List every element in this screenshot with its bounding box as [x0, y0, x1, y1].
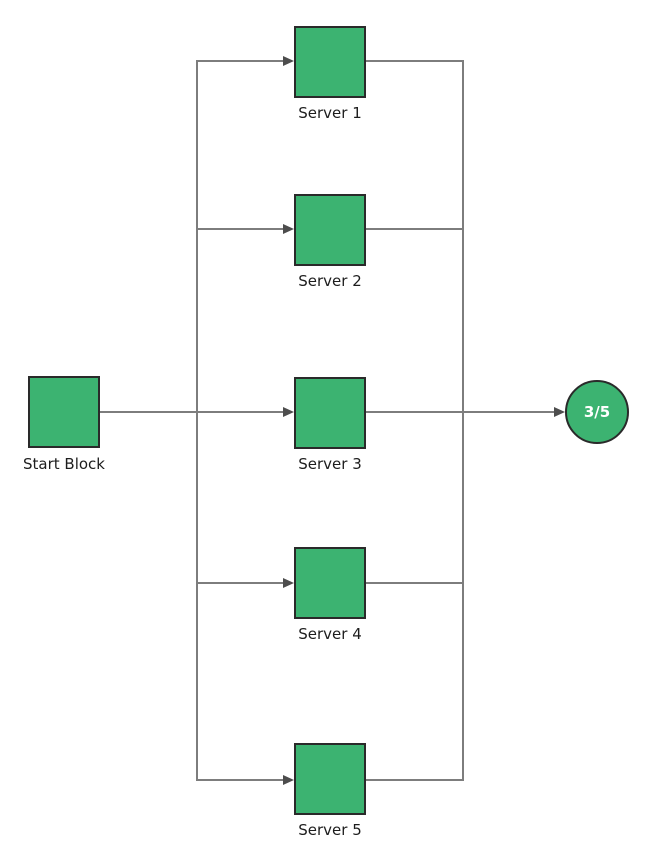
edge-server4-to-rail — [364, 582, 464, 584]
edge-server3-to-sink — [364, 411, 555, 413]
server1-node[interactable] — [294, 26, 366, 98]
edge-start-to-server3 — [99, 411, 284, 413]
server1-label: Server 1 — [298, 104, 362, 122]
server5-label: Server 5 — [298, 821, 362, 839]
server2-node[interactable] — [294, 194, 366, 266]
server5-node[interactable] — [294, 743, 366, 815]
server2-label: Server 2 — [298, 272, 362, 290]
edge-rail-to-server2 — [196, 228, 284, 230]
arrowhead-icon — [283, 578, 294, 588]
edge-rail-to-server1 — [196, 60, 284, 62]
edge-server1-to-rail — [364, 60, 464, 62]
arrowhead-icon — [554, 407, 565, 417]
edge-server5-to-rail — [364, 779, 464, 781]
server4-label: Server 4 — [298, 625, 362, 643]
start-block-label: Start Block — [23, 455, 105, 473]
arrowhead-icon — [283, 56, 294, 66]
server4-node[interactable] — [294, 547, 366, 619]
fan-in-rail-line — [462, 60, 464, 781]
sink-counter-node[interactable]: 3/5 — [565, 380, 629, 444]
arrowhead-icon — [283, 775, 294, 785]
start-block-node[interactable] — [28, 376, 100, 448]
edge-rail-to-server5 — [196, 779, 284, 781]
server3-label: Server 3 — [298, 455, 362, 473]
edge-rail-to-server4 — [196, 582, 284, 584]
sink-counter-label: 3/5 — [583, 403, 611, 421]
fan-out-rail-line — [196, 60, 198, 781]
arrowhead-icon — [283, 407, 294, 417]
edge-server2-to-rail — [364, 228, 464, 230]
server3-node[interactable] — [294, 377, 366, 449]
arrowhead-icon — [283, 224, 294, 234]
